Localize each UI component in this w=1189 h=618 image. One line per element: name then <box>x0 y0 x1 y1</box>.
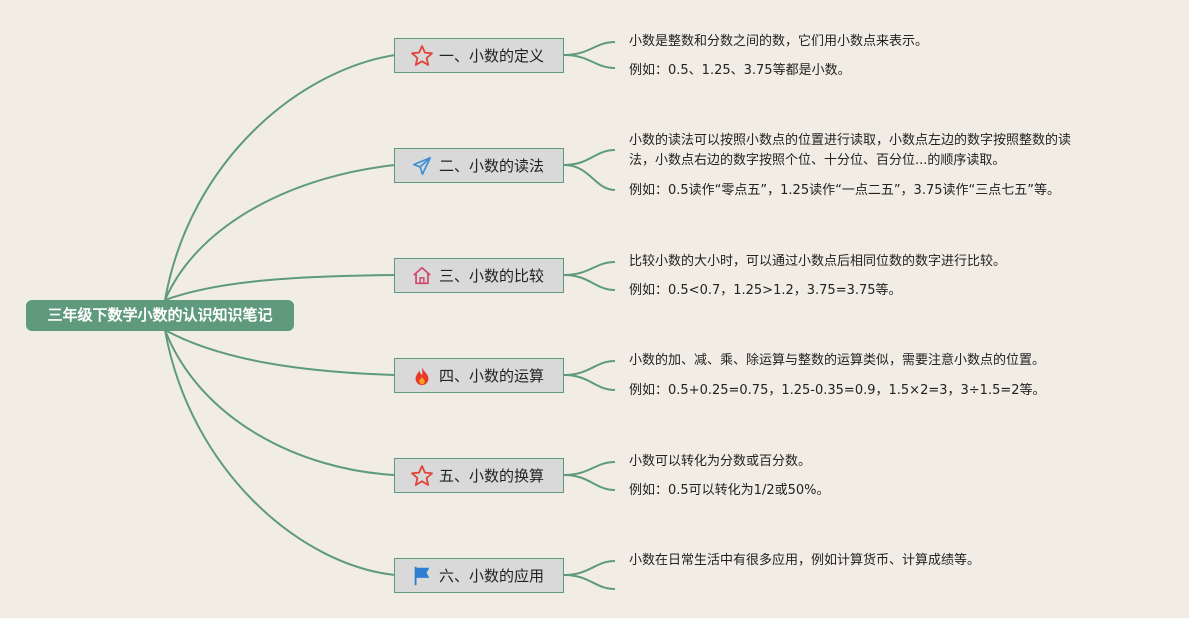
note-text: 小数的读法可以按照小数点的位置进行读取，小数点左边的数字按照整数的读 <box>629 133 1072 148</box>
note-text: 比较小数的大小时，可以通过小数点后相同位数的数字进行比较。 <box>629 254 1007 269</box>
branch-label: 二、小数的读法 <box>439 157 545 175</box>
note-text: 小数是整数和分数之间的数，它们用小数点来表示。 <box>629 34 929 49</box>
root-node[interactable]: 三年级下数学小数的认识知识笔记 <box>26 300 294 331</box>
note-text: 小数可以转化为分数或百分数。 <box>629 454 812 469</box>
branch-conversion[interactable]: 五、小数的换算 <box>394 458 564 493</box>
note-text: 例如：0.5读作“零点五”，1.25读作“一点二五”，3.75读作“三点七五”等… <box>629 183 1060 198</box>
fire-icon <box>409 363 435 389</box>
branch-label: 一、小数的定义 <box>439 47 545 65</box>
branch-operations[interactable]: 四、小数的运算 <box>394 358 564 393</box>
branch-reading[interactable]: 二、小数的读法 <box>394 148 564 183</box>
root-link-3 <box>164 274 396 301</box>
note-text: 例如：0.5、1.25、3.75等都是小数。 <box>629 63 851 78</box>
root-link-5 <box>164 329 396 476</box>
branch-label: 六、小数的应用 <box>439 567 545 585</box>
star-icon <box>409 463 435 489</box>
branch-label: 四、小数的运算 <box>439 367 545 385</box>
branch-label: 五、小数的换算 <box>439 467 545 485</box>
note-text: 小数在日常生活中有很多应用，例如计算货币、计算成绩等。 <box>629 553 981 568</box>
branch-definition[interactable]: 一、小数的定义 <box>394 38 564 73</box>
root-link-1 <box>164 54 396 301</box>
note-text: 例如：0.5可以转化为1/2或50%。 <box>629 483 830 498</box>
branch-application[interactable]: 六、小数的应用 <box>394 558 564 593</box>
paper-plane-icon <box>409 153 435 179</box>
flag-icon <box>409 563 435 589</box>
branch-comparison[interactable]: 三、小数的比较 <box>394 258 564 293</box>
house-icon <box>409 263 435 289</box>
root-link-6 <box>164 329 396 576</box>
note-text: 小数的加、减、乘、除运算与整数的运算类似，需要注意小数点的位置。 <box>629 353 1046 368</box>
note-text: 法，小数点右边的数字按照个位、十分位、百分位...的顺序读取。 <box>629 153 1006 168</box>
root-link-4 <box>164 329 396 376</box>
branch-label: 三、小数的比较 <box>439 267 545 285</box>
note-text: 例如：0.5<0.7，1.25>1.2，3.75=3.75等。 <box>629 283 902 298</box>
star-icon <box>409 43 435 69</box>
note-text: 例如：0.5+0.25=0.75，1.25-0.35=0.9，1.5×2=3，3… <box>629 383 1046 398</box>
root-link-2 <box>164 164 396 301</box>
